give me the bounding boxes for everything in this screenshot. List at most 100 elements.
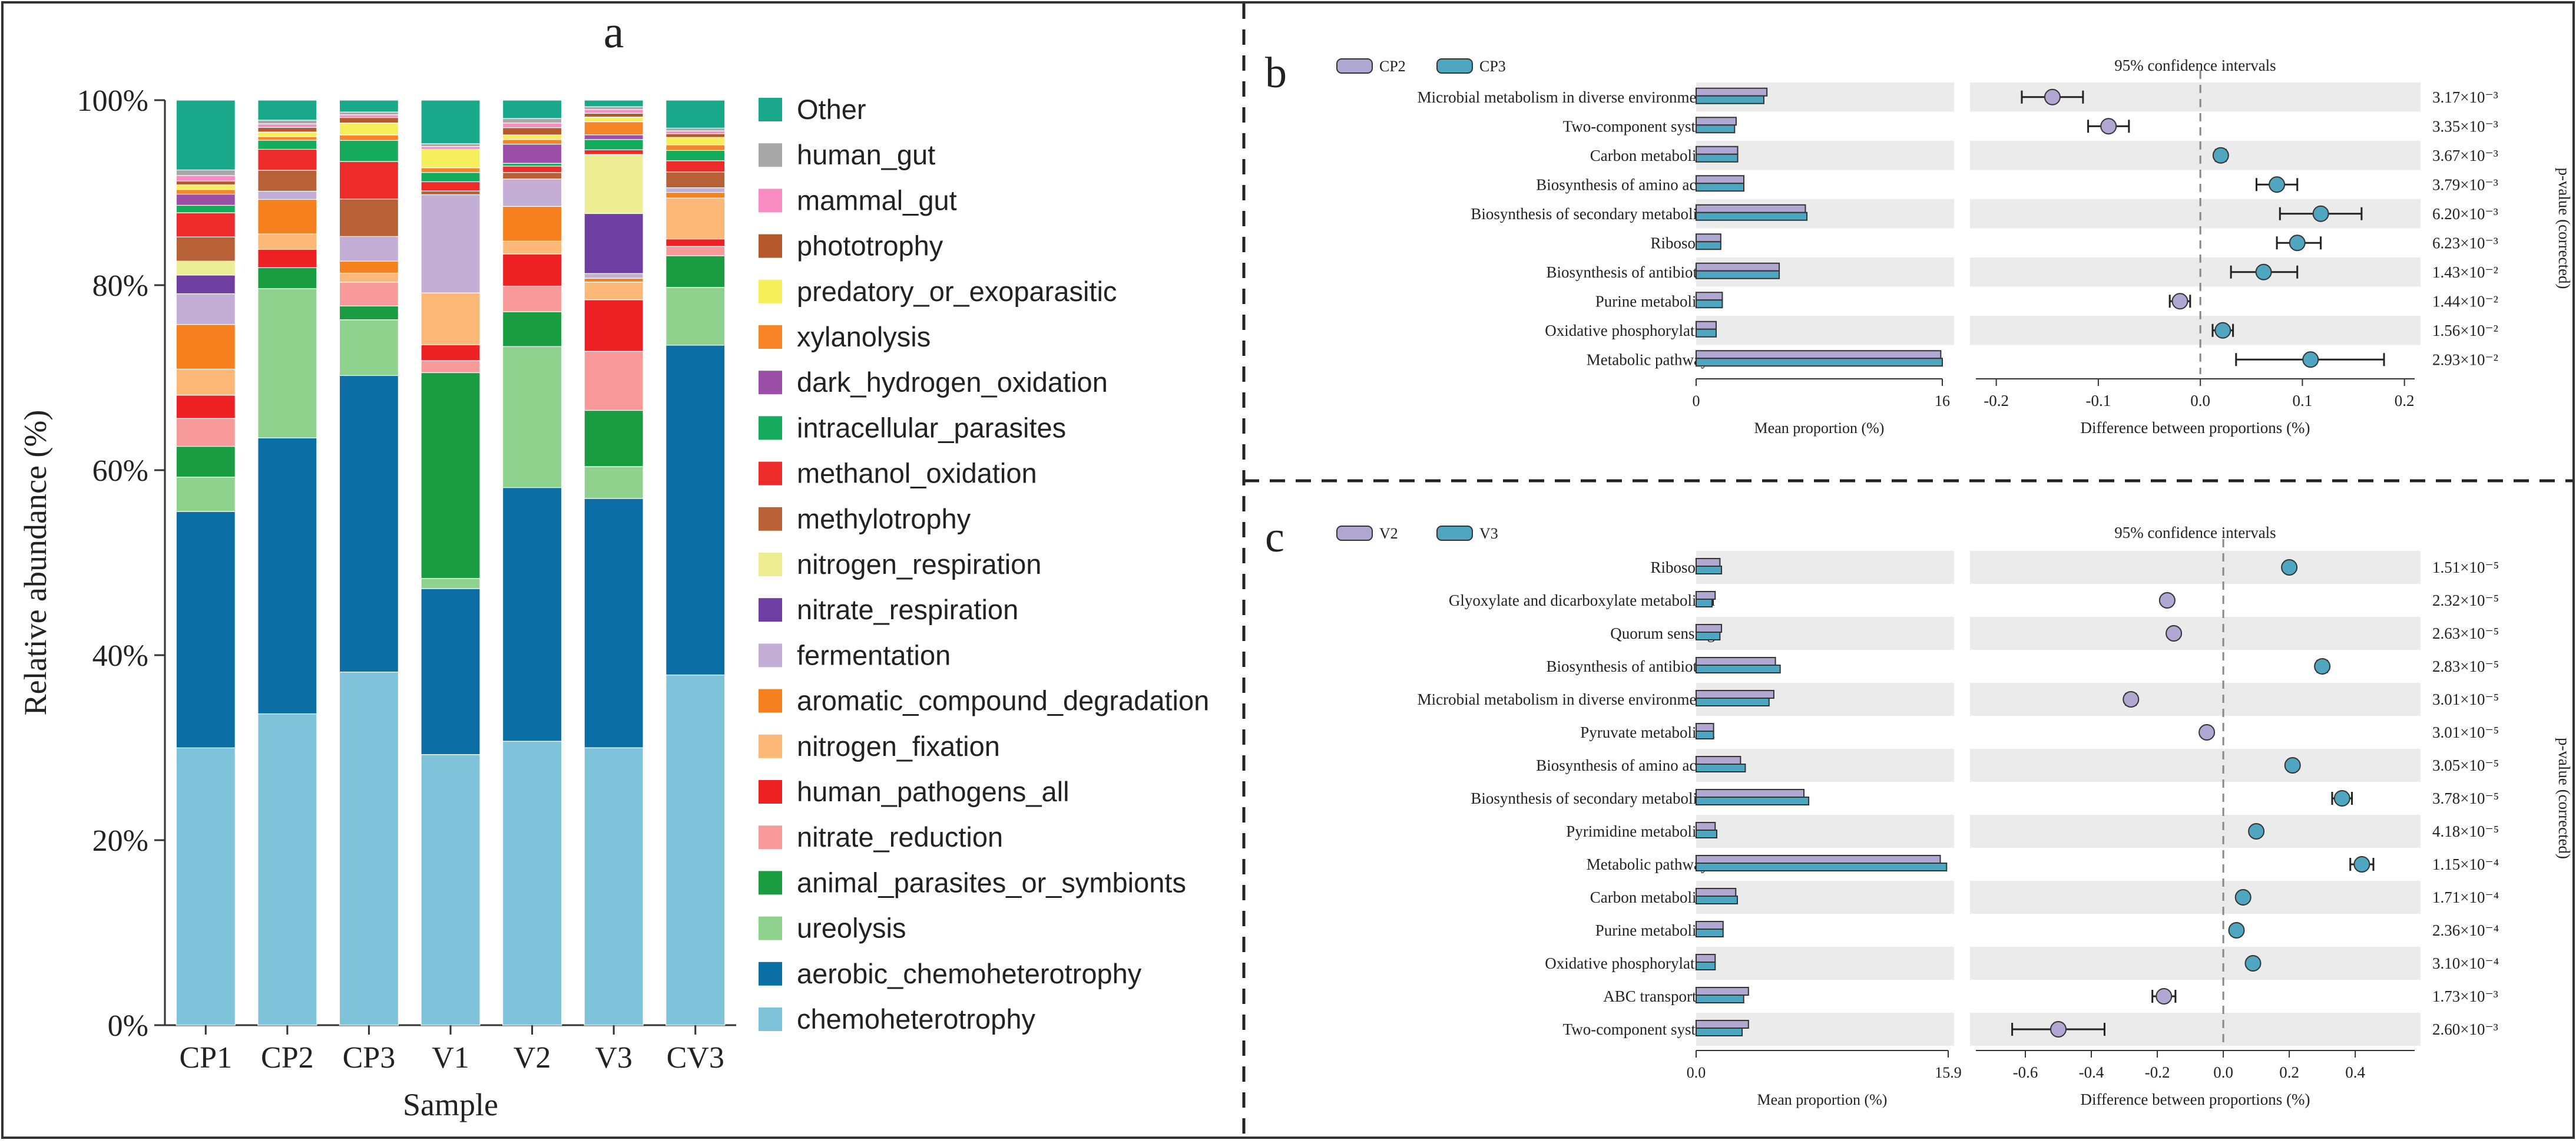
stacked-bar-segment: [665, 345, 726, 676]
panel-b-legend-label-a: CP2: [1379, 58, 1406, 75]
row-label: Purine metabolism: [1595, 921, 1715, 939]
stacked-bar-segment: [339, 161, 399, 200]
stacked-bar-segment: [176, 189, 236, 195]
mean-bar-V3: [1696, 764, 1746, 772]
stacked-bar-segment: [420, 754, 481, 1026]
stacked-bar-segment: [665, 150, 726, 161]
legend-swatch: [759, 553, 782, 576]
difference-point: [2281, 559, 2298, 576]
stacked-bar-segment: [257, 288, 317, 438]
stacked-bar-segment: [420, 172, 481, 183]
mean-bar-CP2: [1696, 117, 1737, 126]
mean-bar-V3: [1696, 566, 1723, 574]
difference-point: [2248, 823, 2265, 840]
mean-bar-CP2: [1696, 262, 1780, 272]
legend-item-label: nitrogen_respiration: [797, 549, 1041, 580]
panel-b-diff-tick-label: -0.2: [1984, 392, 2009, 409]
mean-bar-V2: [1696, 855, 1941, 864]
stacked-bar-segment: [665, 127, 726, 131]
mean-bar-V2: [1696, 954, 1716, 963]
legend-item-label: Other: [797, 94, 866, 125]
mean-bar-V3: [1696, 1028, 1743, 1036]
row-label: Biosynthesis of antibiotics: [1547, 263, 1716, 281]
stacked-bar-segment: [502, 285, 562, 312]
panel-c-diff-tick-label: 0.0: [2213, 1063, 2233, 1081]
legend-swatch: [759, 98, 782, 121]
p-value-label: 3.10×10⁻⁴: [2432, 954, 2499, 972]
stacked-bar-segment: [176, 293, 236, 325]
stacked-bar-segment: [339, 100, 399, 113]
legend-swatch: [759, 507, 782, 531]
mean-bar-CP2: [1696, 233, 1721, 243]
difference-point: [2269, 176, 2286, 193]
stacked-bar-segment: [176, 212, 236, 237]
stacked-bar-segment: [339, 282, 399, 307]
panel-c-diff-tick-label: -0.2: [2145, 1063, 2170, 1081]
row-label: Biosynthesis of secondary metabolites: [1471, 789, 1715, 807]
stacked-bar-segment: [584, 747, 644, 1026]
legend-item-label: animal_parasites_or_symbionts: [797, 867, 1186, 898]
panel-c-bar-tick-label: 15.9: [1935, 1064, 1962, 1081]
stacked-bar-segment: [257, 249, 317, 268]
panel-a-y-axis-title: Relative abundance (%): [18, 410, 53, 716]
mean-bar-V3: [1696, 929, 1724, 937]
mean-bar-CP2: [1696, 87, 1768, 97]
mean-bar-V2: [1696, 624, 1723, 633]
difference-point: [2312, 205, 2329, 222]
mean-bar-V2: [1696, 657, 1776, 666]
mean-bar-CP2: [1696, 175, 1744, 184]
mean-bar-CP2: [1696, 321, 1717, 330]
panel-b-bar-tick-label: 0: [1693, 392, 1700, 409]
p-value-label: 2.32×10⁻⁵: [2432, 592, 2499, 609]
stacked-bar-segment: [339, 140, 399, 162]
panel-a-x-tick-label: CV3: [667, 1041, 724, 1075]
legend-item-label: human_pathogens_all: [797, 776, 1070, 807]
stacked-bar-segment: [502, 100, 562, 119]
mean-bar-CP2: [1696, 204, 1806, 213]
difference-point: [2123, 691, 2140, 708]
stacked-bar-segment: [176, 418, 236, 447]
stacked-bar-segment: [665, 144, 726, 151]
row-stripe: [1696, 881, 1954, 914]
row-label: Biosynthesis of amino acids: [1536, 757, 1715, 774]
stacked-bar-segment: [502, 123, 562, 128]
legend-item-label: predatory_or_exoparasitic: [797, 276, 1117, 307]
stacked-bar-segment: [257, 170, 317, 192]
legend-item-label: intracellular_parasites: [797, 412, 1066, 443]
p-value-label: 2.63×10⁻⁵: [2432, 625, 2499, 642]
stacked-bar-segment: [584, 273, 644, 279]
stacked-bar-segment: [339, 319, 399, 376]
row-label: Biosynthesis of amino acids: [1536, 176, 1715, 193]
legend-swatch: [759, 689, 782, 713]
mean-bar-CP3: [1696, 95, 1764, 104]
mean-bar-V2: [1696, 690, 1774, 699]
p-value-label: 6.23×10⁻³: [2432, 234, 2498, 252]
stacked-bar-segment: [502, 163, 562, 167]
stacked-bar-segment: [665, 133, 726, 138]
stacked-bar-segment: [665, 674, 726, 1026]
stacked-bar-segment: [257, 190, 317, 200]
stacked-bar-segment: [420, 578, 481, 589]
mean-bar-V3: [1696, 632, 1721, 640]
p-value-label: 3.67×10⁻³: [2432, 147, 2498, 164]
p-value-label: 1.51×10⁻⁵: [2432, 559, 2499, 576]
row-label: Pyruvate metabolism: [1580, 724, 1715, 741]
panel-a-x-tick-label: V3: [595, 1041, 633, 1075]
row-stripe: [1696, 551, 1954, 584]
row-stripe: [1970, 881, 2421, 914]
stacked-bar-segment: [176, 368, 236, 396]
stacked-bar-segment: [339, 375, 399, 673]
row-stripe: [1970, 257, 2421, 287]
legend-item-label: fermentation: [797, 639, 951, 670]
panel-a-x-tick-label: V1: [432, 1041, 469, 1075]
difference-point: [2100, 118, 2117, 135]
stacked-bar-segment: [420, 360, 481, 374]
mean-bar-V3: [1696, 731, 1714, 739]
stacked-bar-segment: [176, 180, 236, 186]
stacked-bar-segment: [176, 100, 236, 171]
difference-point: [2156, 988, 2173, 1005]
stacked-bar-segment: [420, 148, 481, 169]
stacked-bar-segment: [584, 109, 644, 114]
mean-bar-V3: [1696, 797, 1810, 805]
